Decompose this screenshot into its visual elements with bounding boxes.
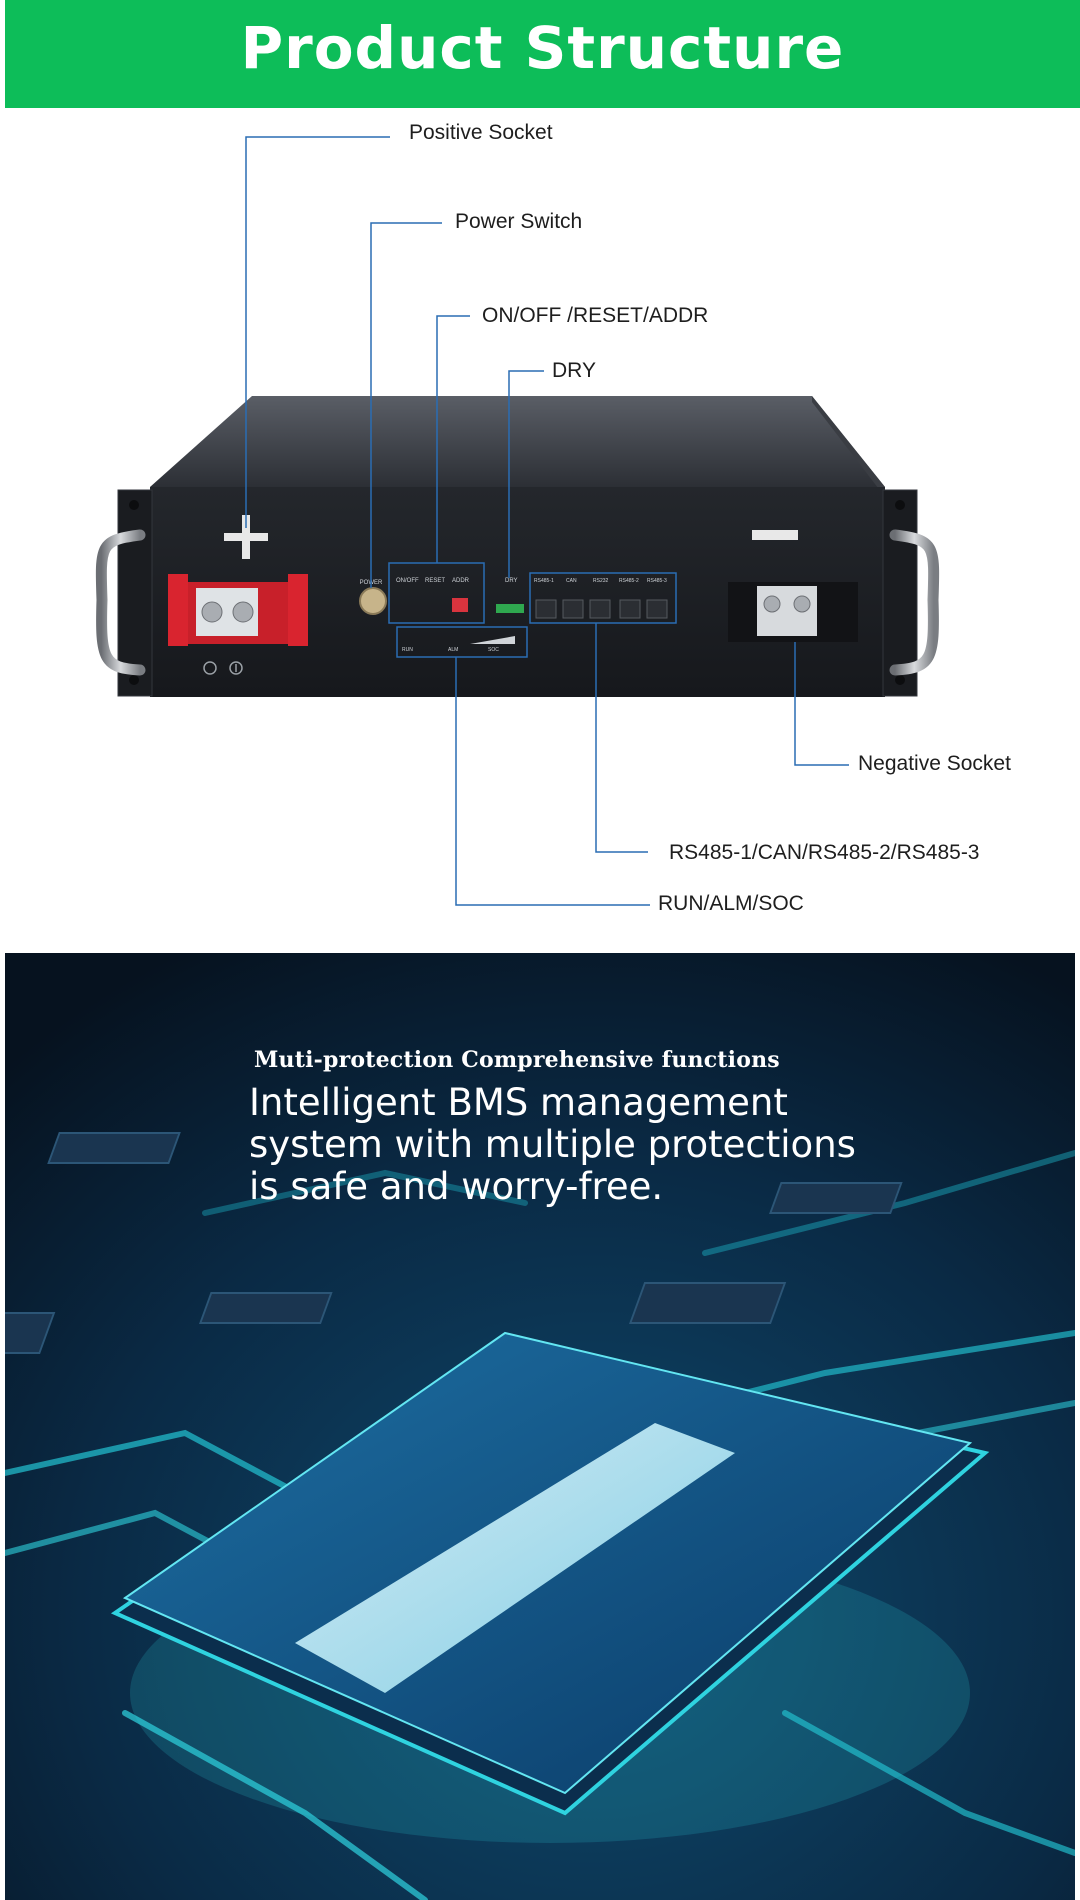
- power-switch: [359, 587, 387, 615]
- handle-left: [95, 529, 146, 676]
- panel-label-can: CAN: [566, 578, 577, 584]
- handle-right: [889, 529, 940, 676]
- negative-terminal: [728, 582, 858, 642]
- panel-label-on-off: ON/OFF: [396, 578, 419, 584]
- leader-lines: [245, 136, 849, 906]
- callout-positive-socket: Positive Socket: [409, 121, 553, 144]
- callout-negative-socket: Negative Socket: [858, 752, 1011, 775]
- rj45-ports: [535, 599, 668, 619]
- panel-label-rs485-2: RS485-2: [619, 578, 639, 584]
- comm-ports-box: [529, 572, 677, 624]
- battery-top-face: [150, 396, 885, 487]
- led-indicator-box: [396, 626, 528, 658]
- panel-label-alm: ALM: [448, 647, 458, 653]
- dry-terminal: [496, 604, 524, 613]
- callout-on-off-reset-addr: ON/OFF /RESET/ADDR: [482, 304, 709, 327]
- banner-subtitle: Muti-protection Comprehensive functions: [254, 1047, 780, 1073]
- panel-label-addr: ADDR: [452, 578, 470, 584]
- panel-label-soc: SOC: [488, 647, 499, 653]
- page-title: Product Structure: [240, 14, 845, 82]
- panel-label-rs232: RS232: [593, 578, 609, 584]
- soc-bar: [470, 636, 515, 644]
- banner-text-line-3: is safe and worry-free.: [249, 1165, 664, 1208]
- callout-comm-ports: RS485-1/CAN/RS485-2/RS485-3: [669, 841, 980, 864]
- minus-sign-icon: [752, 530, 798, 540]
- panel-label-run: RUN: [402, 647, 413, 653]
- circuit-board-illustration: [5, 953, 1075, 1900]
- panel-label-reset: RESET: [425, 578, 445, 584]
- battery-diagram: POWER ON/OFF RESET ADDR DRY RS485-1 CAN …: [95, 136, 940, 906]
- panel-label-rs485-1: RS485-1: [534, 578, 554, 584]
- addr-dip-switch: [452, 598, 468, 612]
- bms-chip-illustration: [110, 1331, 990, 1816]
- callout-run-alm-soc: RUN/ALM/SOC: [658, 892, 804, 915]
- callout-dry: DRY: [552, 359, 596, 382]
- panel-label-rs485-3: RS485-3: [647, 578, 667, 584]
- positive-terminal: [168, 574, 308, 646]
- header-banner: Product Structure: [5, 0, 1080, 108]
- rack-ear-left: [117, 489, 153, 697]
- banner-text-line-1: Intelligent BMS management: [249, 1081, 788, 1124]
- panel-label-dry: DRY: [505, 578, 518, 584]
- callout-power-switch: Power Switch: [455, 210, 583, 233]
- plus-sign-icon: [224, 515, 268, 559]
- ground-icon: [203, 661, 243, 675]
- banner-text-line-2: system with multiple protections: [249, 1123, 856, 1166]
- rack-ear-right: [882, 489, 918, 697]
- bms-banner: Muti-protection Comprehensive functions …: [5, 953, 1075, 1900]
